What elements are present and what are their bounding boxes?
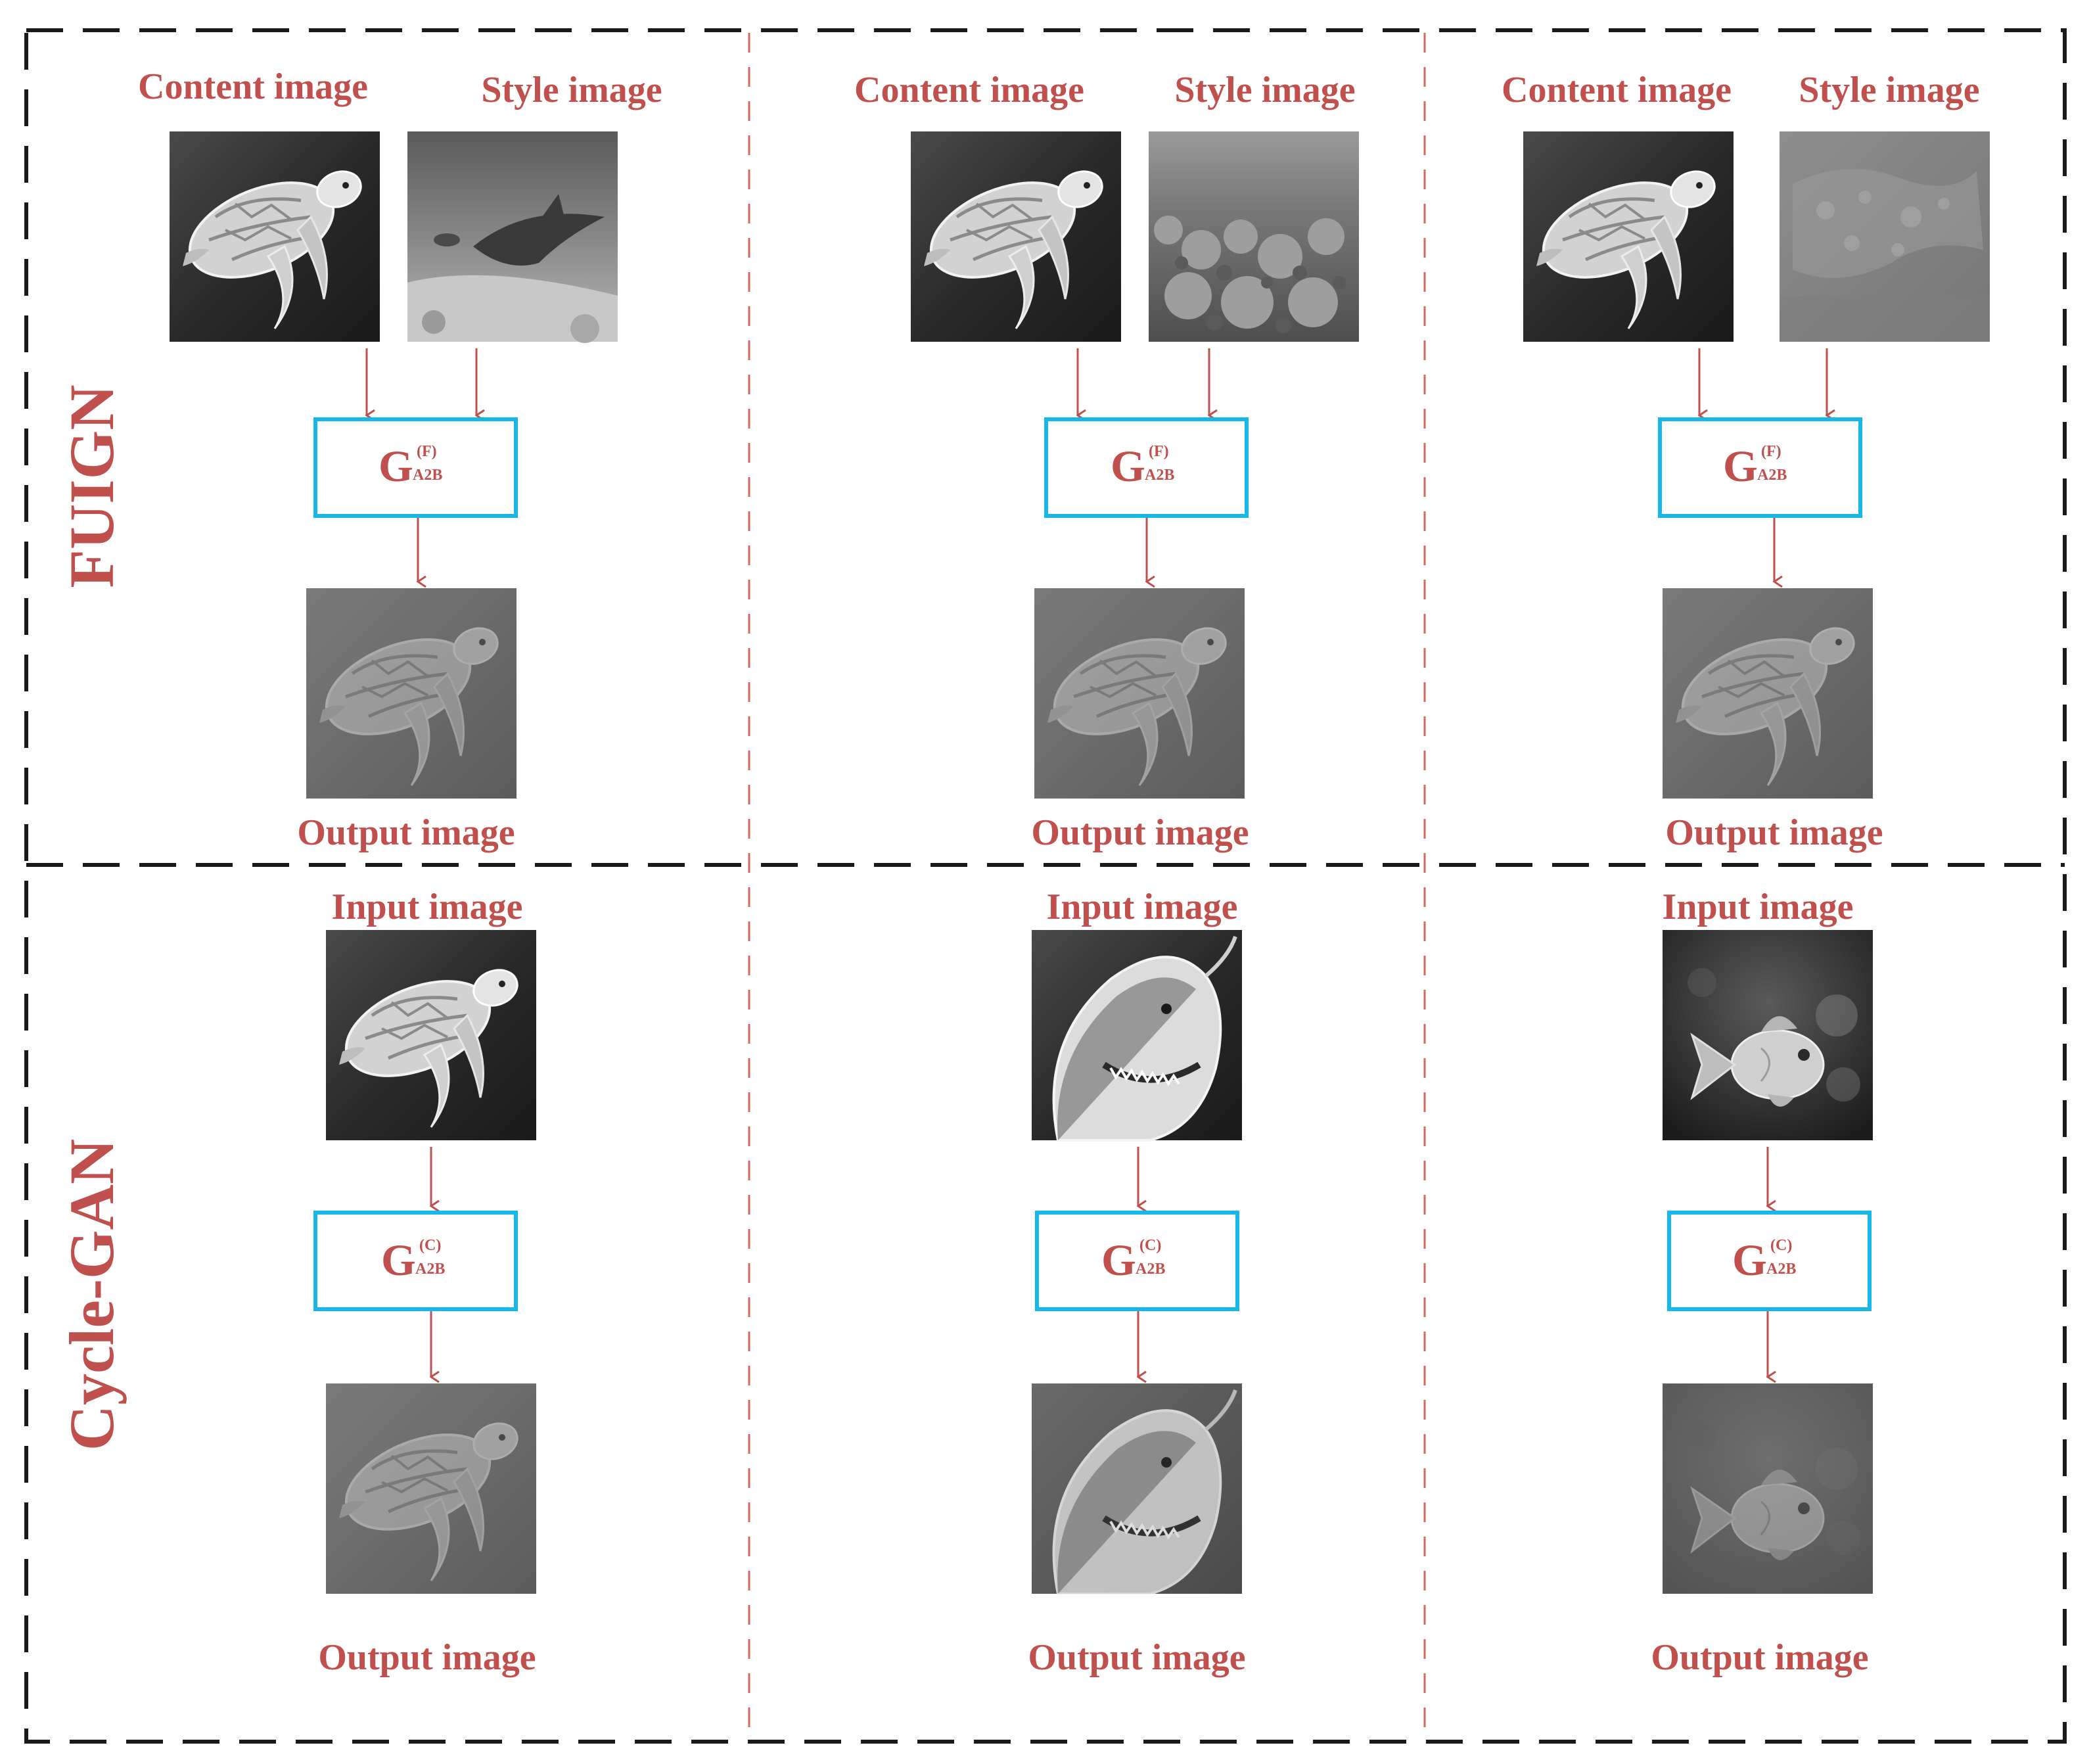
row-label-fuign: FUIGN (57, 384, 127, 588)
input-image-label: Input image (1047, 887, 1238, 927)
content-image (170, 131, 380, 342)
generator-superscript: (C) (1770, 1237, 1792, 1254)
output-image-label: Output image (1665, 812, 1883, 853)
output-image (326, 1383, 536, 1594)
generator-box (1035, 1211, 1239, 1311)
fuign-column-2: Content image Style image G (F) A2B Outp… (854, 70, 1359, 853)
fuign-column-3: Content image Style image G (F) A2B Outp… (1502, 70, 1990, 853)
outer-frame (24, 28, 2067, 1744)
generator-superscript: (F) (417, 443, 437, 460)
generator-subscript: A2B (1757, 467, 1787, 484)
output-image-label: Output image (297, 812, 515, 853)
output-image (306, 588, 517, 799)
style-image-label: Style image (1799, 70, 1979, 110)
content-image-label: Content image (1502, 70, 1732, 110)
generator-box (1044, 417, 1249, 518)
input-image-label: Input image (1663, 887, 1854, 927)
generator-superscript: (F) (1149, 443, 1169, 460)
output-image-label: Output image (318, 1637, 536, 1678)
content-image-label: Content image (138, 66, 368, 107)
input-image-label: Input image (332, 887, 523, 927)
output-image-label: Output image (1031, 812, 1249, 853)
generator-subscript: A2B (1766, 1261, 1796, 1278)
generator-subscript: A2B (1145, 467, 1174, 484)
output-image (1032, 1383, 1242, 1594)
generator-label: G (1723, 441, 1758, 491)
content-image-label: Content image (854, 70, 1084, 110)
generator-superscript: (C) (419, 1237, 441, 1254)
output-image (1663, 588, 1873, 799)
generator-subscript: A2B (415, 1261, 445, 1278)
generator-box (1658, 417, 1862, 518)
generator-superscript: (F) (1761, 443, 1781, 460)
generator-label: G (379, 441, 413, 491)
cycle-gan-column-3: Input image G (C) A2B Output image (1651, 887, 1873, 1678)
row-label-cycle-gan: Cycle-GAN (57, 1139, 127, 1451)
style-image (1149, 131, 1359, 342)
output-image-label: Output image (1028, 1637, 1245, 1678)
cycle-gan-column-1: Input image G (C) A2B Output image (313, 887, 536, 1678)
input-image (1032, 930, 1242, 1140)
generator-subscript: A2B (1136, 1261, 1165, 1278)
generator-label: G (1732, 1235, 1767, 1285)
generator-label: G (1101, 1235, 1136, 1285)
output-image (1034, 588, 1245, 799)
generator-subscript: A2B (413, 467, 442, 484)
output-image-label: Output image (1651, 1637, 1868, 1678)
style-image (1780, 131, 1990, 342)
input-image (1663, 930, 1873, 1140)
output-image (1663, 1383, 1873, 1594)
generator-label: G (381, 1235, 416, 1285)
style-image-label: Style image (1174, 70, 1355, 110)
generator-box (313, 417, 518, 518)
generator-superscript: (C) (1139, 1237, 1161, 1254)
generator-label: G (1111, 441, 1145, 491)
generator-box (313, 1211, 518, 1311)
content-image (911, 131, 1121, 342)
generator-box (1667, 1211, 1872, 1311)
cycle-gan-column-2: Input image G (C) A2B Output image (1028, 887, 1245, 1678)
style-image-label: Style image (481, 70, 662, 110)
style-image (407, 131, 618, 343)
fuign-column-1: Content image Style image G (F) A2B Outp… (138, 66, 662, 853)
input-image (326, 930, 536, 1140)
content-image (1523, 131, 1734, 342)
